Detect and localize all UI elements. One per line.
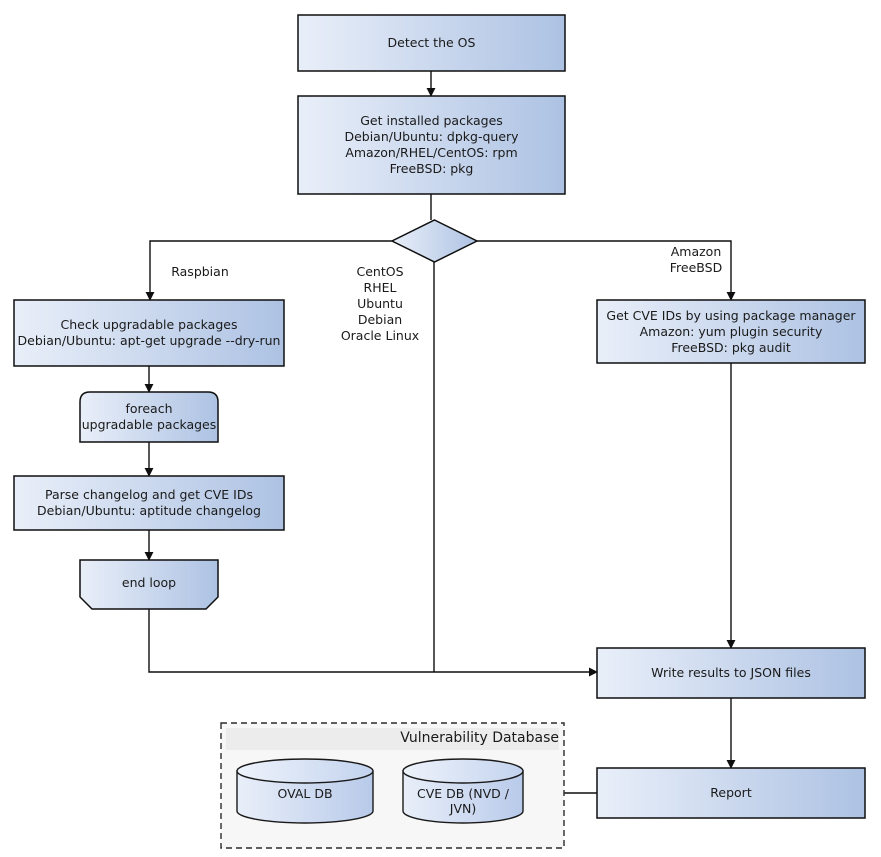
node-check-upgradable-packages[interactable]: Check upgradable packages Debian/Ubuntu:… [17, 317, 281, 348]
node-detect-os[interactable]: Detect the OS [387, 35, 476, 50]
node-write-results[interactable]: Write results to JSON files [651, 665, 811, 680]
edge-label-amazon-freebsd: Amazon FreeBSD [669, 244, 723, 275]
node-get-installed-packages[interactable]: Get installed packages Debian/Ubuntu: dp… [344, 113, 519, 176]
db-label-cve[interactable]: CVE DB (NVD / JVN) [417, 786, 509, 816]
node-foreach-loop[interactable]: foreach upgradable packages [81, 401, 217, 432]
node-report[interactable]: Report [710, 785, 752, 800]
node-os-decision[interactable] [392, 220, 478, 262]
node-end-loop[interactable]: end loop [121, 574, 177, 590]
edge-label-raspbian: Raspbian [171, 264, 229, 279]
edge-label-center-distros: CentOS RHEL Ubuntu Debian Oracle Linux [340, 264, 420, 343]
db-label-oval[interactable]: OVAL DB [277, 786, 333, 801]
node-get-cve-ids[interactable]: Get CVE IDs by using package manager Ama… [606, 307, 856, 355]
node-parse-changelog[interactable]: Parse changelog and get CVE IDs Debian/U… [37, 487, 261, 518]
group-title-vulnerability-database: Vulnerability Database [400, 730, 559, 746]
